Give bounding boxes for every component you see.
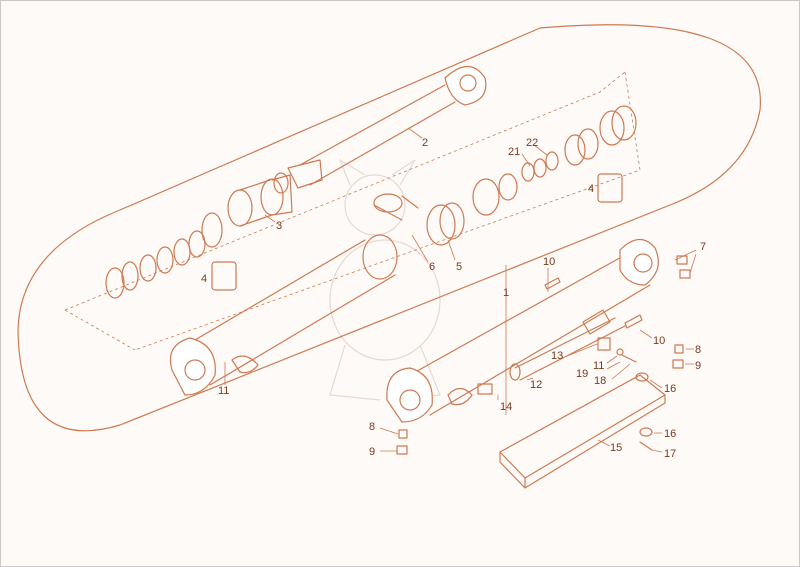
seal-rings-right [472,105,637,216]
cylinder-head [373,193,465,246]
callout-9-left: 9 [369,446,375,458]
assembly-outline [17,24,761,432]
bolt-18 [621,354,637,363]
callout-3: 3 [276,220,282,232]
callout-4-left: 4 [201,273,207,285]
grease-nipple-8-right [674,344,684,354]
seal-kit-outline [64,71,641,351]
callout-16-top: 16 [664,383,676,395]
elbow-9-right [672,359,684,369]
callout-7: 7 [700,241,706,253]
callout-9-right: 9 [695,360,701,372]
callout-11-right: 11 [593,360,604,372]
watermark-mascot [329,158,441,401]
callout-5: 5 [456,261,462,273]
guard-plate [499,374,666,489]
callout-4-right: 4 [588,183,594,195]
callout-19: 19 [576,368,588,380]
grease-nipple-8-left [398,429,408,439]
seal-kit-bag-left [211,261,237,291]
callout-22: 22 [526,137,538,149]
callout-21: 21 [508,146,520,158]
callout-12: 12 [530,379,542,391]
callout-17: 17 [664,448,676,460]
seal-kit-bag-right [597,173,623,203]
callout-8-right: 8 [695,344,701,356]
callout-18: 18 [594,375,606,387]
callout-8-left: 8 [369,421,375,433]
callout-6: 6 [429,261,435,273]
bolt-17 [639,441,653,451]
callout-10-top: 10 [543,256,555,268]
fitting-14 [477,383,493,395]
washer-19 [616,348,624,356]
pin-10-top [544,277,561,290]
callout-13: 13 [551,350,563,362]
pin-10-right [624,314,643,329]
leader-lines [224,127,697,453]
seal-rings-left [105,212,223,299]
piston [227,172,293,227]
washer-16-top [635,372,649,382]
callout-2: 2 [422,137,428,149]
elbow-9-left [396,445,408,455]
callout-15: 15 [610,442,622,454]
callout-16-bottom: 16 [664,428,676,440]
grease-line [509,309,626,381]
piston-rod [287,65,487,189]
callout-14: 14 [500,401,512,413]
cylinder-barrel-left [169,234,398,396]
washer-16-bottom [639,427,653,437]
fittings-7 [676,255,691,279]
callout-1: 1 [503,287,509,299]
clamp-13 [597,337,611,351]
callout-11-left: 11 [218,385,229,397]
callout-10-right: 10 [653,335,665,347]
cylinder-barrel-right [386,238,659,423]
